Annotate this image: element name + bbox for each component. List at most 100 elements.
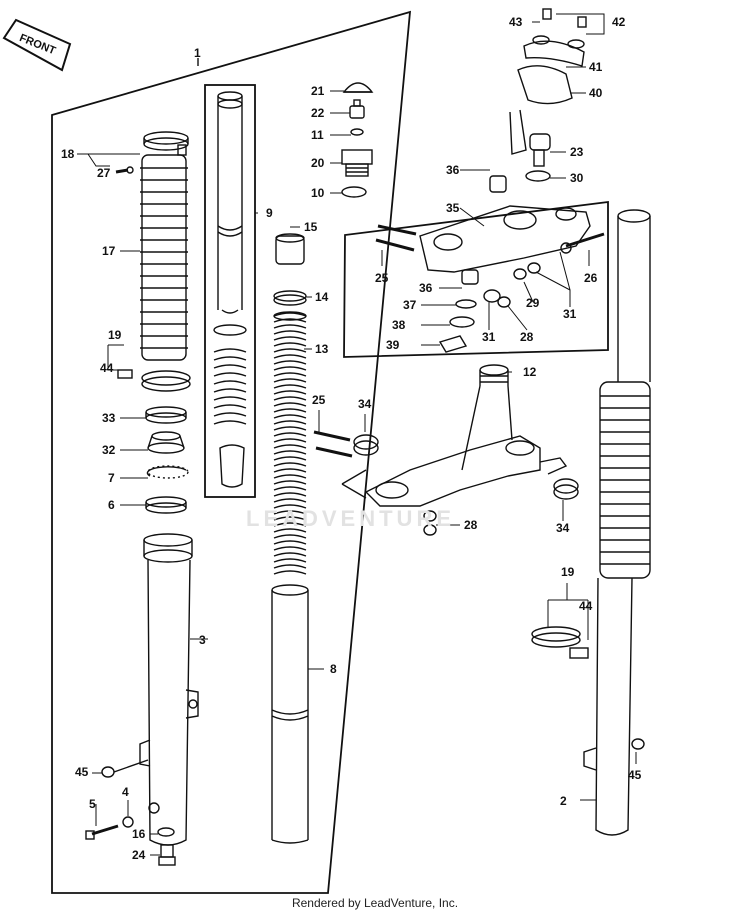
top-bracket-box <box>343 200 609 358</box>
callout-2: 2 <box>560 794 567 808</box>
callout-34: 34 <box>358 397 372 411</box>
callout-12: 12 <box>523 365 537 379</box>
callout-5: 5 <box>89 797 96 811</box>
callout-17: 17 <box>102 244 116 258</box>
fork-spring-13 <box>273 311 307 575</box>
callout-37: 37 <box>403 298 417 312</box>
callout-7: 7 <box>108 471 115 485</box>
spring-coils <box>273 312 307 575</box>
air-valve-22 <box>349 99 365 119</box>
clamp-band-upper <box>143 131 189 156</box>
front-arrow-icon: FRONT <box>2 18 72 72</box>
lower-bushing-group <box>438 262 541 353</box>
callout-6: 6 <box>108 498 115 512</box>
washer-4 <box>122 816 134 828</box>
inner-parts-box <box>204 84 256 498</box>
bolts-25-lower <box>313 430 353 458</box>
upper-bracket-35 <box>419 205 591 273</box>
rubber-34-right <box>553 478 579 500</box>
callout-3: 3 <box>199 633 206 647</box>
fork-pipe-8 <box>271 584 309 844</box>
callout-34b: 34 <box>556 521 570 535</box>
callout-16: 16 <box>132 827 146 841</box>
washer-10 <box>341 186 367 198</box>
callout-10: 10 <box>311 186 325 200</box>
dust-boot-left <box>140 154 188 361</box>
nuts-28-lower <box>423 510 437 536</box>
callout-38: 38 <box>392 318 406 332</box>
washer-31-right <box>560 242 572 254</box>
cap-21 <box>342 82 374 93</box>
spring-top-coil <box>273 311 307 321</box>
callout-31: 31 <box>482 330 496 344</box>
callout-21: 21 <box>311 84 325 98</box>
washer-16 <box>157 827 175 837</box>
callout-31b: 31 <box>563 307 577 321</box>
fork-assembly-right <box>583 209 651 836</box>
fork-kit-outline <box>51 10 412 894</box>
clamp-band-lower-right <box>531 626 589 659</box>
bolt-26 <box>565 232 605 248</box>
callout-19b: 19 <box>561 565 575 579</box>
washer-45-right <box>631 738 645 750</box>
callout-35: 35 <box>446 201 460 215</box>
callout-22: 22 <box>311 106 325 120</box>
callout-15: 15 <box>304 220 318 234</box>
washer-45-left <box>101 766 115 778</box>
callout-30: 30 <box>570 171 584 185</box>
callout-27: 27 <box>97 166 111 180</box>
callout-19: 19 <box>108 328 122 342</box>
callout-43: 43 <box>509 15 523 29</box>
inner-tube-9 <box>217 91 243 314</box>
callout-20: 20 <box>311 156 325 170</box>
rubber-34-left <box>353 434 379 456</box>
callout-44b: 44 <box>579 599 593 613</box>
callout-1: 1 <box>194 46 201 60</box>
clamp-band-lower-left <box>117 369 191 392</box>
footer-credit: Rendered by LeadVenture, Inc. <box>291 896 459 910</box>
leader-lines <box>77 13 637 856</box>
washer-30 <box>525 170 551 182</box>
callout-9: 9 <box>266 206 273 220</box>
callout-29: 29 <box>526 296 540 310</box>
callout-18: 18 <box>61 147 75 161</box>
callout-45b: 45 <box>628 768 642 782</box>
rubber-36-upper <box>489 175 507 193</box>
callout-8: 8 <box>330 662 337 676</box>
callout-11: 11 <box>311 128 324 142</box>
screw-27 <box>115 166 134 174</box>
oil-seal-32 <box>147 431 185 454</box>
callout-23: 23 <box>570 145 584 159</box>
outer-tube-left <box>139 533 199 846</box>
seal-ring-33 <box>145 406 187 424</box>
callout-14: 14 <box>315 290 329 304</box>
spacer-15 <box>275 233 305 265</box>
washer-6 <box>145 496 187 514</box>
bolt-23 <box>529 133 551 167</box>
inner-spring-short <box>213 324 247 425</box>
callout-4: 4 <box>122 785 129 799</box>
callout-28: 28 <box>520 330 534 344</box>
bolts-25-upper <box>375 224 417 252</box>
callout-45: 45 <box>75 765 89 779</box>
drain-bolt-24 <box>158 844 176 866</box>
callout-25: 25 <box>375 271 389 285</box>
spacer-collar <box>219 444 245 488</box>
o-ring-11 <box>350 128 364 136</box>
callout-36b: 36 <box>419 281 433 295</box>
bolt-5 <box>85 824 119 840</box>
handlebar-holder-41 <box>523 40 585 67</box>
spring-seat-14 <box>273 290 307 306</box>
lower-bracket-12 <box>364 364 568 507</box>
callout-13: 13 <box>315 342 329 356</box>
callout-39: 39 <box>386 338 400 352</box>
callout-42: 42 <box>612 15 626 29</box>
callout-36: 36 <box>446 163 460 177</box>
callout-26: 26 <box>584 271 598 285</box>
callout-28b: 28 <box>464 518 478 532</box>
callout-40: 40 <box>589 86 603 100</box>
stem-holder-40 <box>509 65 573 155</box>
callout-41: 41 <box>589 60 603 74</box>
circlip-7 <box>146 465 189 479</box>
